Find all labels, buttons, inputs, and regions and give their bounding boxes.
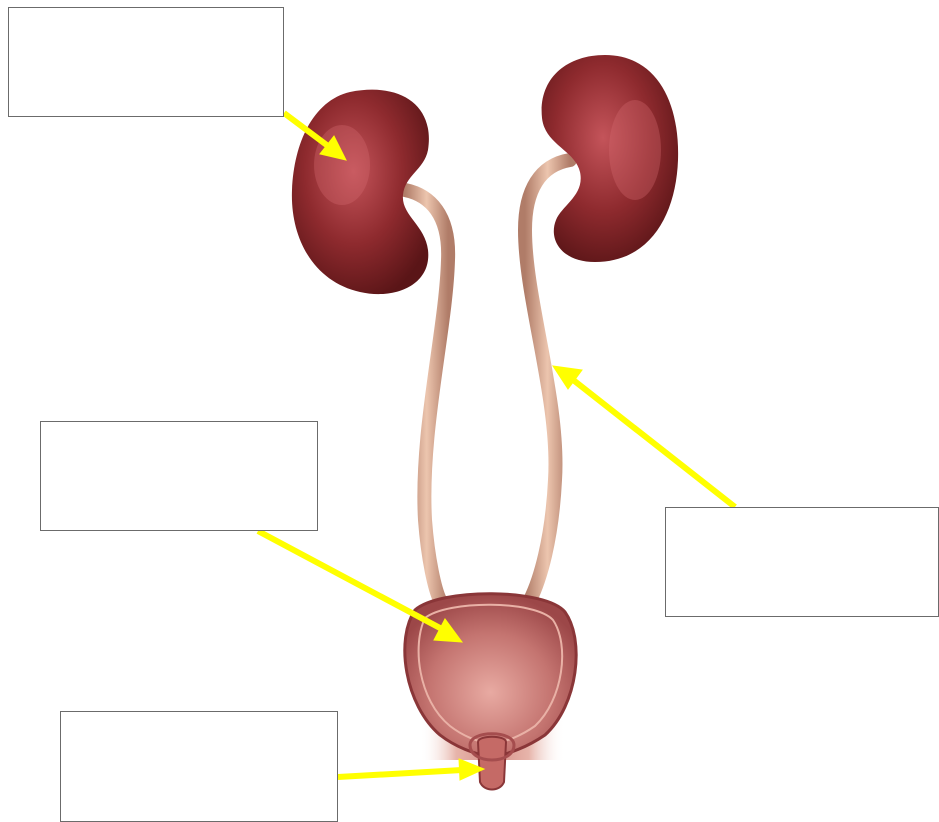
urethra [478, 737, 506, 790]
label-box-ureter[interactable] [665, 507, 939, 617]
label-box-kidney[interactable] [8, 7, 284, 117]
left-kidney-highlight [314, 125, 370, 205]
label-box-bladder[interactable] [40, 421, 318, 531]
right-kidney-highlight [609, 100, 661, 200]
label-box-urethra[interactable] [60, 711, 338, 822]
